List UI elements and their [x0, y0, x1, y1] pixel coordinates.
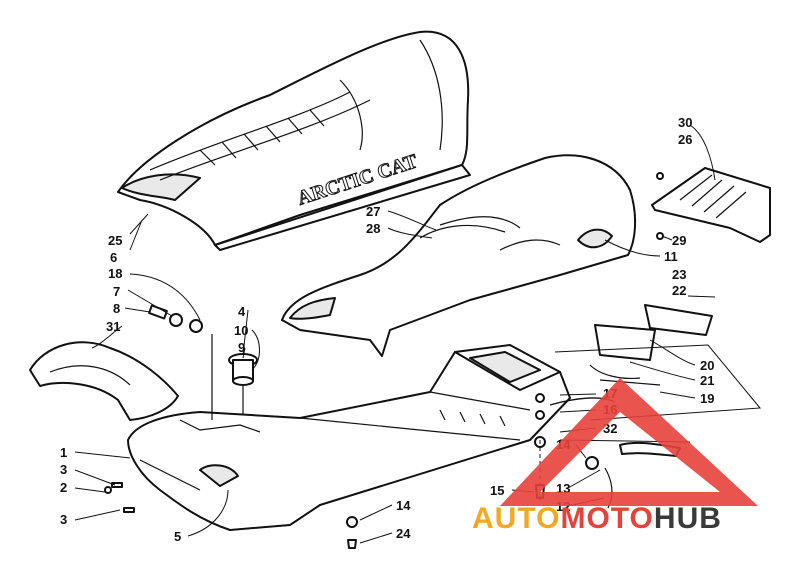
part-label: 15	[490, 483, 504, 498]
part-label: 30	[678, 115, 692, 130]
part-label: 5	[174, 529, 181, 544]
part-label: 11	[664, 249, 678, 264]
upper-seat: ARCTIC CAT	[117, 30, 471, 251]
part-label: 3	[60, 512, 67, 527]
part-label: 9	[238, 340, 245, 355]
part-label: 27	[366, 204, 380, 219]
watermark-auto: AUTO	[472, 502, 560, 535]
part-label: 6	[110, 250, 117, 265]
part-label: 7	[113, 284, 120, 299]
part-label: 28	[366, 221, 380, 236]
watermark: AUTOMOTOHUB	[472, 378, 758, 535]
part-label: 29	[672, 233, 686, 248]
watermark-moto: MOTO	[560, 502, 653, 535]
part-label: 1	[60, 445, 67, 460]
part-label: 21	[700, 373, 714, 388]
rear-plate	[651, 167, 771, 243]
rear-brackets	[534, 304, 713, 509]
part-label: 2	[60, 480, 67, 495]
part-label: 26	[678, 132, 692, 147]
filler-cap	[228, 353, 258, 414]
handle-31	[29, 341, 179, 421]
part-label: 24	[396, 526, 411, 541]
part-label: 22	[672, 283, 686, 298]
part-label: 10	[234, 323, 248, 338]
part-label: 18	[108, 266, 122, 281]
part-label: 23	[672, 267, 686, 282]
watermark-text: AUTOMOTOHUB	[472, 502, 722, 535]
part-label: 19	[700, 391, 714, 406]
part-label: 20	[700, 358, 714, 373]
watermark-triangle-icon	[500, 378, 758, 506]
part-label: 4	[238, 304, 246, 319]
part-label: 31	[106, 319, 120, 334]
part-label: 14	[396, 498, 411, 513]
part-label: 3	[60, 462, 67, 477]
part-label: 25	[108, 233, 122, 248]
seat-foam	[281, 154, 637, 357]
watermark-hub: HUB	[654, 502, 722, 535]
seat-base	[127, 344, 571, 531]
part-label: 8	[113, 301, 120, 316]
